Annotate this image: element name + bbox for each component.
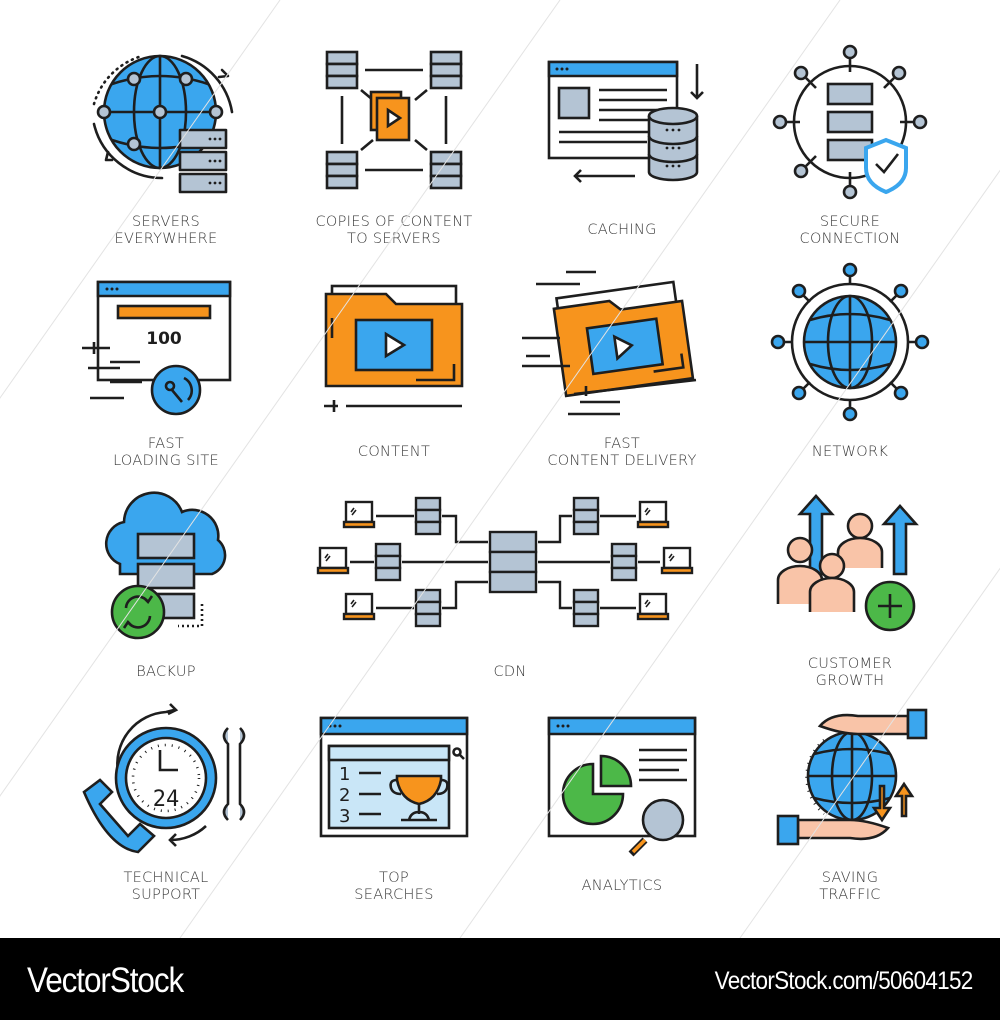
label-content: CONTENT bbox=[357, 444, 431, 460]
secure-server-icon bbox=[772, 44, 928, 200]
video-folder-icon bbox=[324, 284, 464, 412]
globe-servers-icon bbox=[92, 54, 234, 194]
pie-chart-magnifier-icon bbox=[547, 716, 697, 857]
label-network: NETWORK bbox=[811, 444, 889, 460]
customer-growth-icon bbox=[776, 494, 919, 632]
label-caching: CACHING bbox=[587, 222, 657, 238]
cdn-network-icon bbox=[316, 496, 694, 628]
caching-icon bbox=[547, 60, 704, 183]
support-24-icon: 24 bbox=[82, 703, 246, 854]
servers-copy-icon bbox=[325, 50, 463, 190]
footer-bar: VectorStock VectorStock.com/50604152 bbox=[0, 938, 1000, 1020]
cloud-backup-icon bbox=[104, 491, 227, 640]
rank-2: 2 bbox=[339, 785, 350, 806]
clock-text: 24 bbox=[153, 787, 180, 812]
counter-text: 100 bbox=[146, 329, 182, 349]
trophy-list-icon: 1 2 3 bbox=[319, 716, 469, 838]
image-url[interactable]: VectorStock.com/50604152 bbox=[715, 967, 974, 995]
rank-1: 1 bbox=[339, 764, 350, 785]
label-backup: BACKUP bbox=[136, 664, 196, 680]
rank-3: 3 bbox=[339, 806, 350, 827]
speedometer-browser-icon: 100 bbox=[82, 280, 232, 416]
label-cdn: CDN bbox=[493, 664, 527, 680]
fast-folder-icon bbox=[522, 270, 697, 416]
label-analytics: ANALYTICS bbox=[581, 878, 663, 894]
network-globe-icon bbox=[770, 262, 930, 422]
brand-logo[interactable]: VectorStock bbox=[27, 961, 184, 1000]
hands-globe-icon bbox=[776, 708, 928, 846]
